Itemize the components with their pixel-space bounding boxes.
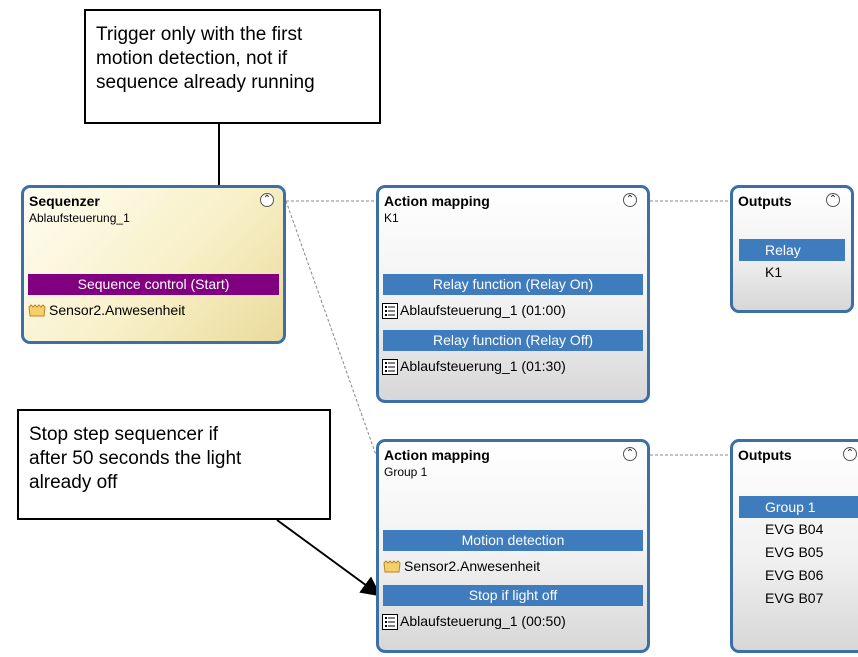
schedule-label: Ablaufsteuerung_1 (00:50) [400,613,566,629]
sensor-hand-icon [383,560,401,573]
node-title: Action mapping [384,193,490,209]
schedule-label: Ablaufsteuerung_1 (01:00) [400,302,566,318]
sensor-label: Sensor2.Anwesenheit [49,302,186,318]
action-mapping-group1-node[interactable]: Action mapping Group 1 ⌃ Motion detectio… [376,439,650,653]
node-title: Outputs [738,193,792,209]
action-mapping-k1-node[interactable]: Action mapping K1 ⌃ Relay function (Rela… [376,185,650,403]
sensor-label: Sensor2.Anwesenheit [404,558,541,574]
output-item[interactable]: EVG B04 [765,521,824,537]
sensor-row[interactable]: Sensor2.Anwesenheit [379,555,647,577]
sequence-control-bar[interactable]: Sequence control (Start) [28,274,279,295]
motion-detection-bar[interactable]: Motion detection [383,530,643,551]
schedule-row[interactable]: Ablaufsteuerung_1 (01:30) [379,355,647,377]
schedule-row[interactable]: Ablaufsteuerung_1 (00:50) [379,610,647,632]
relay-off-bar[interactable]: Relay function (Relay Off) [383,330,643,351]
sequencer-node[interactable]: Sequenzer Ablaufsteuerung_1 ⌃ Sequence c… [21,185,286,344]
list-icon [382,359,398,376]
node-subtitle: K1 [384,211,399,225]
sensor-row[interactable]: Sensor2.Anwesenheit [24,299,283,321]
relay-on-bar[interactable]: Relay function (Relay On) [383,274,643,295]
schedule-row[interactable]: Ablaufsteuerung_1 (01:00) [379,299,647,321]
list-icon [382,614,398,631]
output-item[interactable]: EVG B06 [765,567,824,583]
schedule-label: Ablaufsteuerung_1 (01:30) [400,358,566,374]
node-title: Action mapping [384,447,490,463]
double-chevron-up-icon[interactable]: ⌃ [260,193,274,207]
callout-arrow-stop [276,519,382,597]
output-selected[interactable]: Group 1 [739,496,858,518]
callout-stop-note: Stop step sequencer if after 50 seconds … [17,409,331,520]
outputs-group1-node[interactable]: Outputs ⌃ Group 1 EVG B04 EVG B05 EVG B0… [730,439,858,653]
double-chevron-up-icon[interactable]: ⌃ [826,193,840,207]
output-item[interactable]: K1 [765,264,783,280]
node-title: Outputs [738,447,792,463]
output-item[interactable]: EVG B05 [765,544,824,560]
callout-trigger-note: Trigger only with the first motion detec… [84,9,381,124]
output-selected[interactable]: Relay [739,239,845,261]
stop-if-light-off-bar[interactable]: Stop if light off [383,585,643,606]
double-chevron-up-icon[interactable]: ⌃ [623,193,637,207]
list-icon [382,303,398,320]
double-chevron-up-icon[interactable]: ⌃ [623,447,637,461]
node-subtitle: Group 1 [384,465,428,479]
outputs-relay-node[interactable]: Outputs ⌃ Relay K1 [730,185,854,313]
node-title: Sequenzer [29,193,100,209]
output-item[interactable]: EVG B07 [765,590,824,606]
double-chevron-up-icon[interactable]: ⌃ [843,447,857,461]
sensor-hand-icon [28,304,46,317]
node-subtitle: Ablaufsteuerung_1 [29,211,130,225]
